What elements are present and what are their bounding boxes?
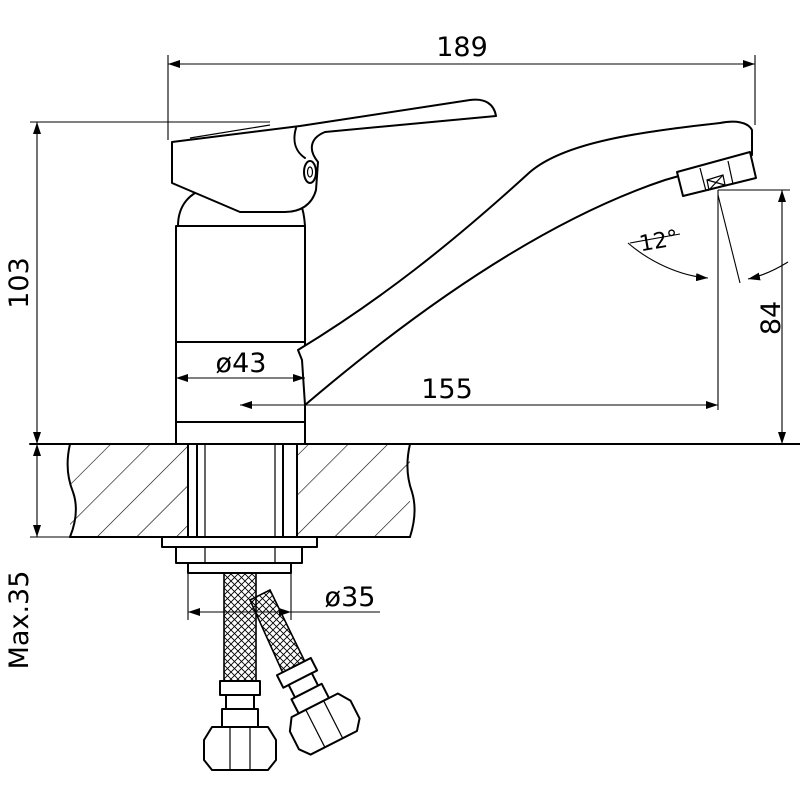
- dimension-spout-reach: 155: [240, 190, 719, 410]
- fixing-nut: [161, 536, 318, 574]
- dimension-shank-diameter: ø35: [187, 573, 380, 620]
- dimension-height: 103: [4, 121, 270, 444]
- lever-handle: [171, 98, 497, 213]
- dimension-label-max35: Max.35: [4, 571, 35, 670]
- dimension-label-155: 155: [421, 374, 473, 405]
- dimension-body-diameter: ø43: [176, 348, 305, 382]
- dimension-spout-height: 84: [718, 189, 790, 444]
- dimension-label-189: 189: [436, 32, 488, 63]
- countertop-section: [29, 443, 800, 538]
- dimension-label-d35: ø35: [325, 582, 376, 613]
- dimension-counter-thickness: Max.35: [4, 444, 70, 669]
- flexible-hoses: [203, 572, 361, 771]
- spout: [297, 120, 757, 406]
- faucet-body: [175, 187, 306, 445]
- dimension-label-84: 84: [756, 301, 787, 335]
- dimension-label-angle: 12°: [637, 226, 680, 257]
- mounting-shank: [196, 405, 284, 540]
- dimension-overall-width: 189: [167, 32, 756, 140]
- dimension-angle: 12°: [627, 194, 789, 284]
- dimension-label-103: 103: [4, 257, 35, 309]
- dimension-label-d43: ø43: [216, 348, 267, 379]
